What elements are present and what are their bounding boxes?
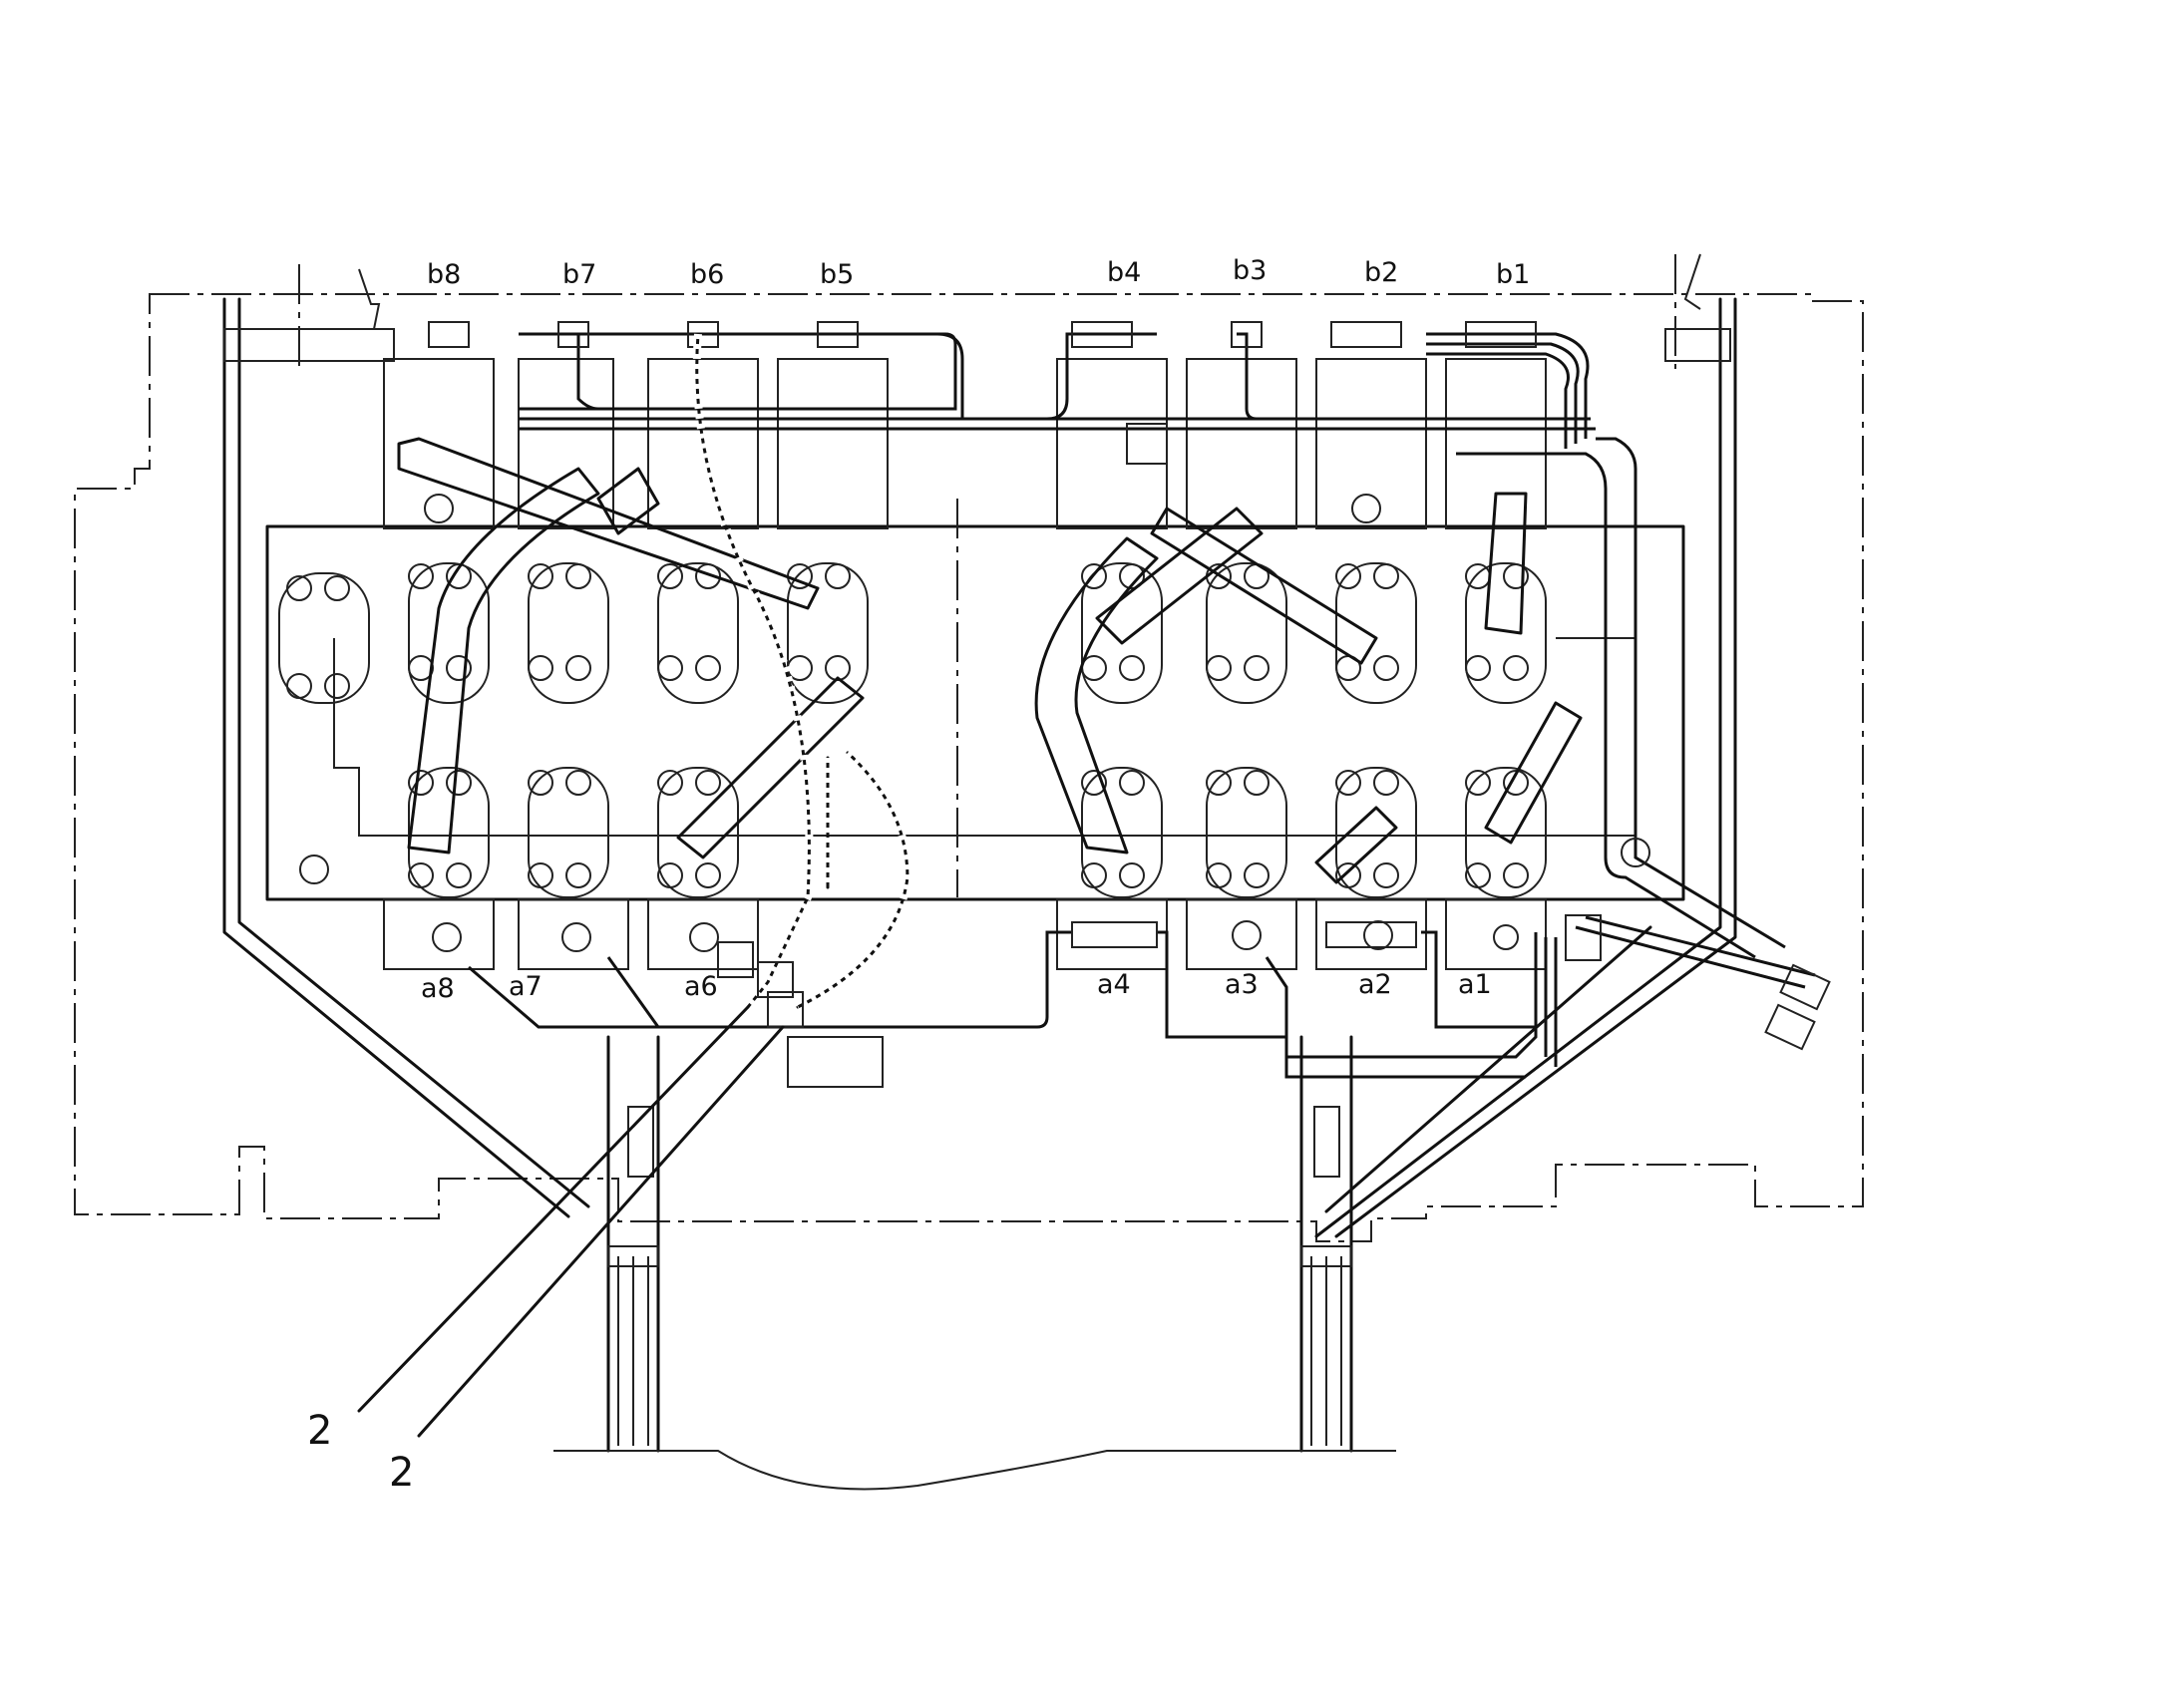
port-label-a4: a4 (1097, 969, 1131, 1000)
port-label-b8: b8 (427, 259, 461, 290)
port-label-a2: a2 (1358, 969, 1392, 1000)
crossing-pipe-bends (397, 437, 1583, 884)
side-brackets (223, 253, 1731, 362)
port-label-a8: a8 (421, 973, 455, 1004)
port-label-b7: b7 (562, 259, 596, 290)
support-columns (606, 1035, 1353, 1453)
port-label-b4: b4 (1107, 257, 1141, 288)
bottom-pipe-harness (468, 915, 1816, 1079)
port-label-a6: a6 (684, 971, 718, 1002)
bottom-port-labels: a8 a7 a6 a4 a3 a2 a1 (421, 969, 1492, 1004)
callout-label-2: 2 (389, 1450, 414, 1496)
port-label-a7: a7 (509, 971, 543, 1002)
port-label-b2: b2 (1364, 257, 1398, 288)
port-label-b3: b3 (1233, 255, 1267, 286)
bottom-fittings (432, 914, 1831, 1051)
support-struts (222, 297, 1737, 1238)
port-label-b6: b6 (690, 259, 724, 290)
upper-valve-caps (383, 358, 1547, 529)
top-pipe-harness (519, 332, 1786, 959)
port-label-b5: b5 (820, 259, 854, 290)
break-line (553, 1450, 1396, 1491)
center-lines (298, 254, 1676, 897)
callout-label-1: 2 (307, 1408, 332, 1454)
lower-valve-caps (383, 898, 1547, 1088)
top-fittings (428, 321, 1537, 465)
top-port-labels: b8 b7 b6 b5 b4 b3 b2 b1 (427, 255, 1530, 290)
port-label-a3: a3 (1225, 969, 1259, 1000)
callout-leaders (357, 1005, 785, 1438)
flange-blocks (278, 562, 1547, 898)
outer-frame-outline (74, 293, 1864, 1242)
port-label-a1: a1 (1458, 969, 1492, 1000)
port-label-b1: b1 (1496, 259, 1530, 290)
braided-hoses (692, 332, 912, 1011)
bolt-heads (286, 494, 1650, 950)
